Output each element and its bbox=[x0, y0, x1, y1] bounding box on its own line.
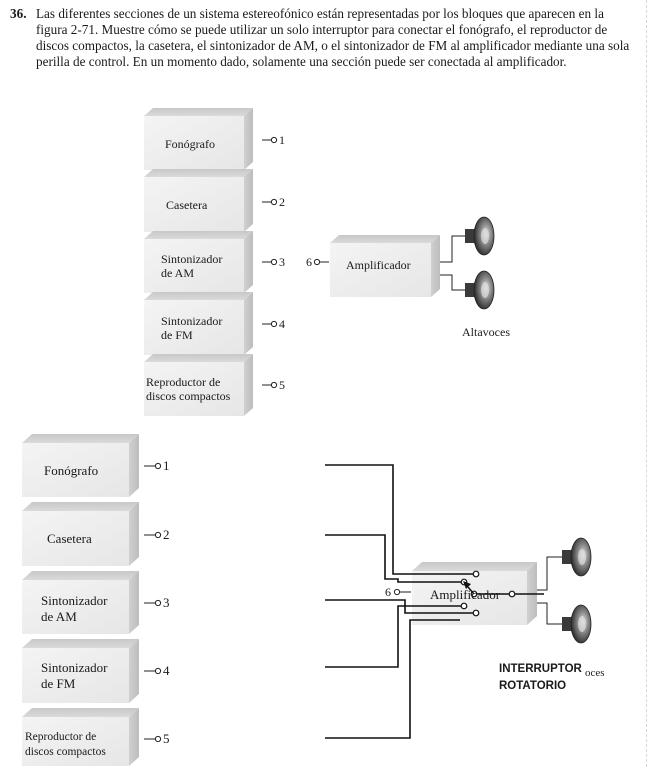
rotary-switch-wires bbox=[325, 464, 544, 739]
bottom-figure-speaker-wires bbox=[537, 556, 563, 625]
block-label-cd-player: Reproductor de bbox=[146, 375, 221, 389]
terminal-label: 3 bbox=[279, 255, 285, 269]
block-label-cd-player-2: discos compactos bbox=[146, 389, 231, 403]
block-label-fm-tuner-2: de FM bbox=[161, 328, 193, 342]
problem-number: 36. bbox=[10, 6, 27, 21]
switch-label-2: ROTATORIO bbox=[499, 680, 567, 692]
problem-statement: 36. Las diferentes secciones de un siste… bbox=[10, 6, 635, 70]
speakers-label: Altavoces bbox=[462, 325, 510, 339]
bottom-figure-terminals bbox=[144, 462, 162, 743]
block-label-fm-tuner: Sintonizador bbox=[41, 660, 108, 675]
block-label-phonograph: Fonógrafo bbox=[44, 463, 99, 478]
terminal-label: 4 bbox=[163, 663, 170, 678]
amplifier-label: Amplificador bbox=[346, 258, 411, 272]
block-label-cd-player-2: discos compactos bbox=[25, 746, 106, 758]
terminal-label: 4 bbox=[279, 317, 285, 331]
terminal-label: 2 bbox=[163, 527, 170, 542]
speaker-icon bbox=[464, 216, 495, 256]
rotary-switch-contacts bbox=[460, 570, 516, 617]
speaker-icon bbox=[561, 537, 592, 577]
terminal-label: 5 bbox=[163, 731, 170, 746]
block-label-cd-player: Reproductor de bbox=[25, 731, 97, 743]
terminal-label: 6 bbox=[306, 255, 312, 269]
block-label-am-tuner: Sintonizador bbox=[161, 252, 223, 266]
speakers-label-partial: oces bbox=[585, 667, 605, 679]
problem-text: Las diferentes secciones de un sistema e… bbox=[36, 6, 630, 69]
top-figure-blocks bbox=[144, 108, 440, 416]
block-label-cassette: Casetera bbox=[166, 198, 208, 212]
terminal-label: 1 bbox=[163, 458, 170, 473]
bottom-figure-blocks bbox=[22, 434, 537, 766]
terminal-label: 2 bbox=[279, 195, 285, 209]
terminal-label: 1 bbox=[279, 133, 285, 147]
bottom-terminal-6 bbox=[393, 588, 411, 596]
block-label-fm-tuner: Sintonizador bbox=[161, 314, 223, 328]
switch-label: INTERRUPTOR bbox=[499, 663, 582, 675]
terminal-label: 3 bbox=[163, 595, 170, 610]
speaker-icon bbox=[561, 604, 592, 644]
top-figure-speaker-wires bbox=[440, 235, 466, 291]
block-label-cassette: Casetera bbox=[47, 531, 92, 546]
block-label-am-tuner-2: de AM bbox=[161, 266, 194, 280]
speaker-icon bbox=[464, 270, 495, 310]
rotary-switch-wiper bbox=[463, 581, 475, 595]
amplifier-label: Amplificador bbox=[430, 587, 501, 602]
block-label-am-tuner-2: de AM bbox=[41, 609, 77, 624]
terminal-label: 5 bbox=[279, 378, 285, 392]
block-label-fm-tuner-2: de FM bbox=[41, 676, 76, 691]
terminal-label: 6 bbox=[385, 585, 391, 599]
block-label-am-tuner: Sintonizador bbox=[41, 593, 108, 608]
top-figure-terminals bbox=[262, 136, 329, 389]
block-label-phonograph: Fonógrafo bbox=[165, 137, 215, 151]
